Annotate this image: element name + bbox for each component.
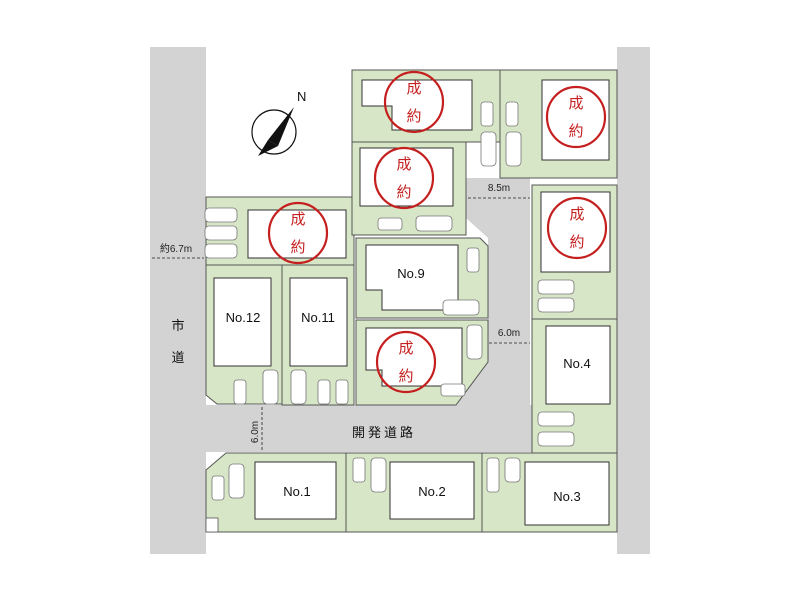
sold-badge-ring [545, 85, 607, 149]
car [233, 379, 247, 405]
north-compass: N [251, 89, 306, 156]
house-sold-center [365, 327, 463, 387]
car [537, 411, 575, 427]
dimension-label: 8.5m [488, 183, 510, 194]
car [440, 383, 466, 397]
dimension-label: 6.0m [250, 421, 261, 443]
sold-badge: 成 約 [545, 85, 607, 149]
parking-cars [204, 101, 575, 501]
car [370, 457, 387, 493]
sold-badge-text-top: 成 [569, 205, 584, 223]
car [317, 379, 331, 405]
lot-label-no9: No.9 [397, 266, 424, 281]
sold-badge-text-bottom: 約 [568, 122, 583, 140]
car [204, 225, 238, 241]
car [377, 217, 403, 231]
house-no12 [213, 277, 272, 367]
sold-badge-ring [383, 70, 445, 134]
car [415, 215, 453, 232]
sold-badge-text-bottom: 約 [290, 238, 305, 256]
sold-badge-text-top: 成 [568, 94, 583, 112]
lot-label-no2: No.2 [418, 484, 445, 499]
service-box [205, 517, 219, 533]
sold-badge-text-bottom: 約 [569, 233, 584, 251]
house-sold-east [540, 191, 611, 273]
car [442, 299, 480, 316]
lot-label-no11: No.11 [301, 310, 335, 325]
car [466, 247, 480, 273]
sold-badge-text-bottom: 約 [398, 367, 413, 385]
car [480, 101, 494, 127]
house-no4 [545, 325, 611, 405]
house-no1 [254, 461, 337, 520]
car [486, 457, 500, 493]
sold-badge-text-top: 成 [398, 339, 413, 357]
house-sold-west [247, 209, 347, 259]
sold-badge-ring [373, 146, 435, 210]
compass-needle-south [258, 140, 278, 156]
car [262, 369, 279, 405]
house-sold-north-a [361, 79, 473, 131]
car [335, 379, 349, 405]
dimension-dev-road-vertical: 6.0m [250, 407, 263, 451]
dimension-label: 約6.7m [160, 242, 192, 255]
car [504, 457, 521, 483]
sold-badge-ring [546, 196, 608, 260]
car [228, 463, 245, 499]
car [204, 207, 238, 223]
car [211, 475, 225, 501]
sold-badge-text-top: 成 [406, 79, 421, 97]
lot-label-no3: No.3 [553, 489, 580, 504]
house-no2 [389, 461, 475, 520]
sold-badge-text-top: 成 [290, 210, 305, 228]
sold-badge: 成 約 [375, 330, 437, 394]
sold-badge-text-bottom: 約 [406, 107, 421, 125]
lot-label-no12: No.12 [226, 310, 261, 325]
house-no3 [524, 461, 610, 526]
dimension-city-road: 約6.7m [152, 242, 204, 259]
sold-badge-text-bottom: 約 [396, 183, 411, 201]
car [466, 324, 483, 360]
car [537, 431, 575, 447]
car [204, 243, 238, 259]
city-road [150, 47, 206, 554]
sold-badge-ring [375, 330, 437, 394]
car [505, 101, 519, 127]
lot-label-no1: No.1 [283, 484, 310, 499]
dimension-label: 6.0m [498, 328, 520, 339]
lot-label-no4: No.4 [563, 356, 590, 371]
car [505, 131, 522, 167]
house-no9 [365, 244, 459, 311]
compass-needle-north [268, 107, 294, 146]
sold-badge-ring [267, 201, 329, 265]
development-road-label: 開発道路 [352, 425, 416, 441]
car [537, 279, 575, 295]
car [480, 131, 497, 167]
city-road-label-2: 道 [171, 351, 184, 366]
compass-label: N [297, 89, 306, 104]
sold-badge: 成 約 [383, 70, 445, 134]
sold-badge-text-top: 成 [396, 155, 411, 173]
east-road [617, 47, 650, 554]
city-road-label-1: 市 [171, 318, 184, 334]
dimension-dev-road-right: 6.0m [489, 328, 530, 344]
development-road-branch [450, 178, 530, 405]
car [537, 297, 575, 313]
house-no11 [289, 277, 348, 367]
car [290, 369, 307, 405]
sold-badge: 成 約 [546, 196, 608, 260]
dimension-dev-road-top: 8.5m [468, 183, 530, 199]
sold-badge: 成 約 [373, 146, 435, 210]
sold-badge: 成 約 [267, 201, 329, 265]
car [352, 457, 366, 483]
